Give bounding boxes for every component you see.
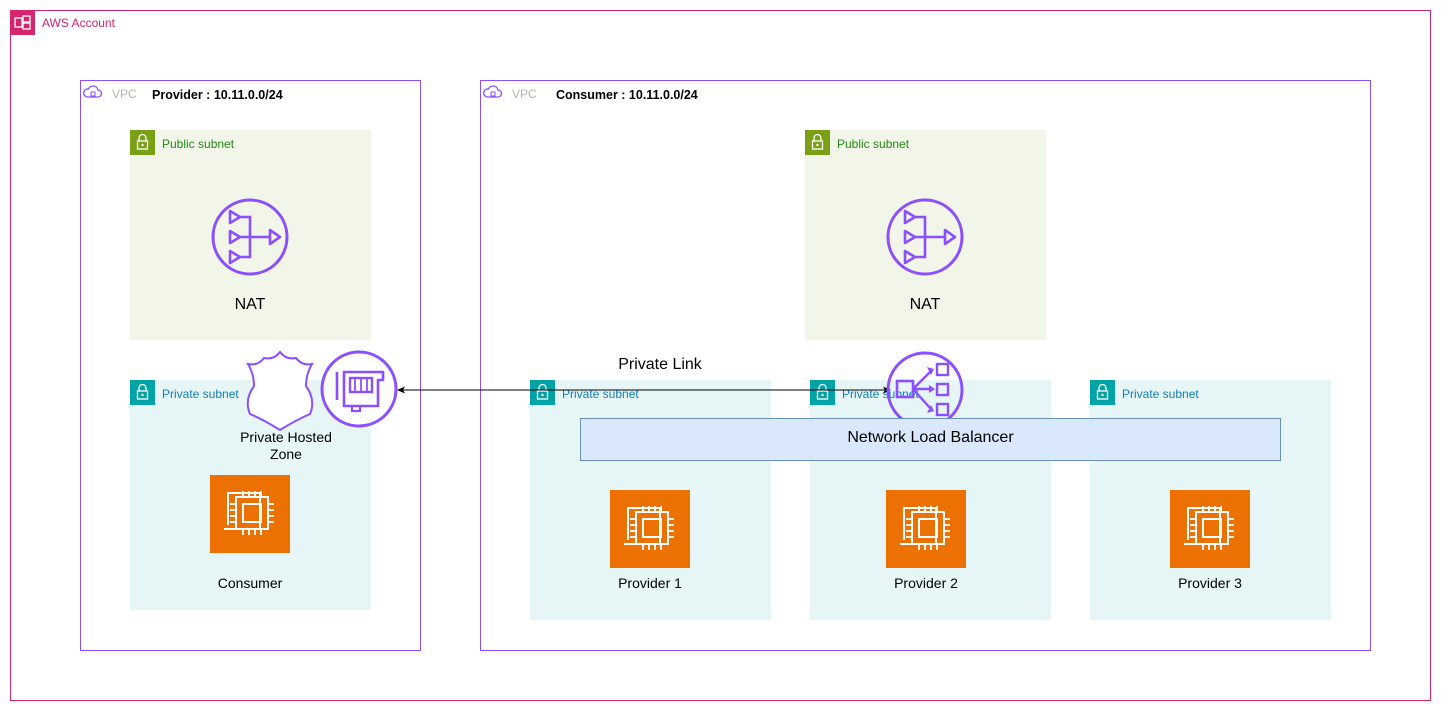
vpc-cloud-icon bbox=[480, 80, 505, 105]
nat-gateway-icon bbox=[885, 197, 965, 277]
provider-vpc-title: Provider : 10.11.0.0/24 bbox=[152, 88, 283, 102]
consumer-nat-label: NAT bbox=[909, 296, 941, 313]
nat-gateway-icon bbox=[210, 197, 290, 277]
ec2-instance-icon bbox=[886, 490, 966, 568]
route53-hosted-zone-icon bbox=[240, 350, 320, 432]
consumer-vpc-title: Consumer : 10.11.0.0/24 bbox=[556, 88, 698, 102]
provider-1-label: Provider 1 bbox=[618, 575, 682, 591]
lock-icon bbox=[130, 380, 155, 405]
network-load-balancer bbox=[580, 418, 1281, 461]
private-link-label: Private Link bbox=[618, 356, 702, 373]
private-hosted-zone-label: Private Hosted Zone bbox=[240, 429, 332, 462]
aws-account-icon bbox=[10, 10, 35, 35]
vpc-endpoint-icon bbox=[320, 350, 400, 430]
consumer-private-subnet-3-label: Private subnet bbox=[1122, 387, 1199, 401]
aws-account-label: AWS Account bbox=[42, 16, 115, 30]
provider-vpc-group bbox=[80, 80, 421, 651]
lock-icon bbox=[805, 130, 830, 155]
provider-private-subnet-label: Private subnet bbox=[162, 387, 239, 401]
lock-icon bbox=[810, 380, 835, 405]
consumer-instance-label: Consumer bbox=[217, 575, 283, 591]
private-link-arrow bbox=[397, 386, 891, 394]
consumer-public-subnet-label: Public subnet bbox=[837, 137, 910, 151]
provider-nat-label: NAT bbox=[234, 296, 266, 313]
provider-public-subnet-label: Public subnet bbox=[162, 137, 235, 151]
ec2-instance-icon bbox=[210, 475, 290, 553]
network-load-balancer-label: Network Load Balancer bbox=[847, 429, 1014, 446]
aws-account-group bbox=[10, 10, 1431, 701]
lock-icon bbox=[130, 130, 155, 155]
consumer-vpc-group bbox=[480, 80, 1371, 651]
lock-icon bbox=[1090, 380, 1115, 405]
lock-icon bbox=[530, 380, 555, 405]
provider-3-label: Provider 3 bbox=[1178, 575, 1242, 591]
vpc-cloud-icon bbox=[80, 80, 105, 105]
ec2-instance-icon bbox=[610, 490, 690, 568]
provider-vpc-tag: VPC bbox=[112, 87, 137, 101]
consumer-vpc-tag: VPC bbox=[512, 87, 537, 101]
ec2-instance-icon bbox=[1170, 490, 1250, 568]
provider-2-label: Provider 2 bbox=[894, 575, 958, 591]
